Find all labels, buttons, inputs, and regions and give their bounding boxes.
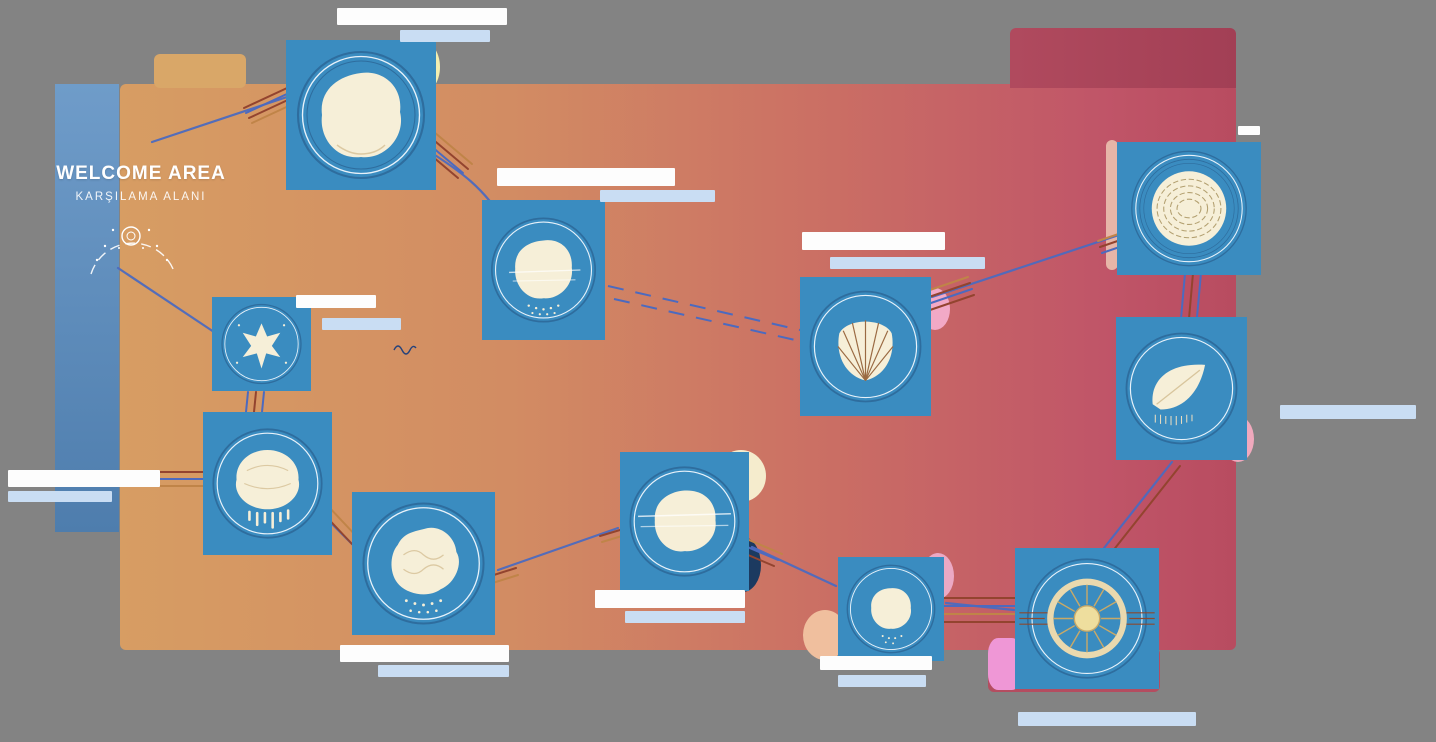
station-3-sublabel-bar <box>830 257 985 269</box>
station-4-label-bar <box>1238 126 1260 135</box>
brain-coral-icon <box>362 502 485 625</box>
leaf-specimen-icon <box>1125 332 1238 445</box>
station-tile-4 <box>1117 142 1261 275</box>
fingerprint-coral-icon <box>1131 150 1247 267</box>
station-tile-3 <box>800 277 931 416</box>
station-tile-9 <box>352 492 495 635</box>
station-11-sublabel-bar <box>322 318 401 330</box>
striated-specimen-icon <box>629 466 740 577</box>
station-7-label-bar <box>820 656 932 670</box>
sun-arc-doodle-icon <box>90 226 176 275</box>
map-board-tan-block <box>154 54 246 88</box>
scallop-shell-icon <box>809 290 922 403</box>
cabbage-specimen-icon <box>212 428 323 539</box>
station-10-sublabel-bar <box>8 491 112 502</box>
station-tile-10 <box>203 412 332 555</box>
station-tile-8 <box>620 452 749 591</box>
station-5-label-bar <box>1280 405 1416 419</box>
welcome-column <box>55 84 119 532</box>
station-2-sublabel-bar <box>600 190 715 202</box>
handwriting-squiggle-icon <box>393 345 417 355</box>
small-specimen-icon <box>846 564 936 654</box>
station-11-label-bar <box>296 295 376 308</box>
welcome-area: WELCOME AREA KARŞILAMA ALANI <box>56 163 226 203</box>
station-tile-7 <box>838 557 944 661</box>
station-tile-2 <box>482 200 605 340</box>
station-1-label-bar <box>337 8 507 25</box>
cotton-specimen-icon <box>296 50 426 180</box>
station-9-sublabel-bar <box>378 665 509 677</box>
station-7-sublabel-bar <box>838 675 926 687</box>
welcome-title: WELCOME AREA <box>56 163 226 184</box>
station-8-label-bar <box>595 590 745 608</box>
station-1-sublabel-bar <box>400 30 490 42</box>
station-tile-6 <box>1015 548 1159 689</box>
station-2-label-bar <box>497 168 675 186</box>
welcome-subtitle: KARŞILAMA ALANI <box>75 191 207 203</box>
compass-eye-icon <box>1019 558 1155 679</box>
station-8-sublabel-bar <box>625 611 745 623</box>
map-board-top-right <box>1010 28 1236 88</box>
station-tile-1 <box>286 40 436 190</box>
station-3-label-bar <box>802 232 945 250</box>
station-6-label-bar <box>1018 712 1196 726</box>
station-tile-5 <box>1116 317 1247 460</box>
fuzzy-specimen-icon <box>490 217 597 323</box>
station-9-label-bar <box>340 645 509 662</box>
station-tile-11 <box>212 297 311 391</box>
station-10-label-bar <box>8 470 160 487</box>
splash-specimen-icon <box>221 303 302 385</box>
